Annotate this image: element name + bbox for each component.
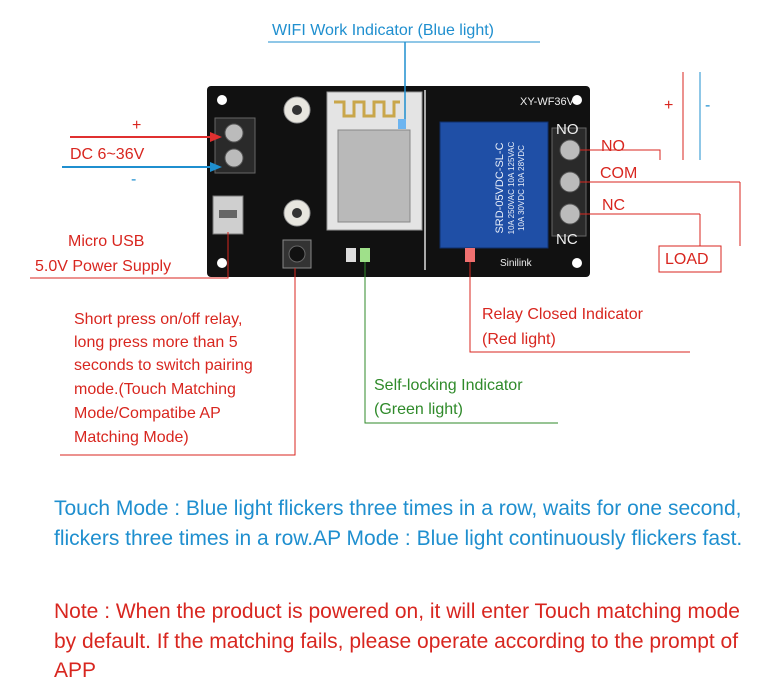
mount-hole <box>572 258 582 268</box>
terminal-no-label: NO <box>601 138 625 155</box>
screw-icon <box>559 203 581 225</box>
dc-voltage-label: DC 6~36V <box>70 146 145 163</box>
relay-indicator-color: (Red light) <box>482 331 556 348</box>
usb-slot-icon <box>219 210 237 218</box>
model-label: XY-WF36V <box>520 96 575 108</box>
terminal-com-label: COM <box>600 165 638 182</box>
screw-icon <box>559 139 581 161</box>
relay-indicator-label: Relay Closed Indicator <box>482 306 643 323</box>
screw-icon <box>559 171 581 193</box>
wifi-indicator-label: WIFI Work Indicator (Blue light) <box>272 22 494 39</box>
button-desc-line: Mode/Compatibe AP <box>74 405 221 422</box>
selflock-indicator-color: (Green light) <box>374 401 463 418</box>
relay-led-leader-line <box>469 262 690 353</box>
green-led <box>360 248 370 262</box>
screw-icon <box>224 123 244 143</box>
arrow-head-icon <box>210 132 222 142</box>
power-on-note: Note : When the product is powered on, i… <box>54 600 740 682</box>
no-wire <box>580 149 661 160</box>
dc-minus-sign: - <box>131 171 137 188</box>
button-leader-line <box>60 268 296 456</box>
supply-minus-sign: - <box>705 97 711 114</box>
board-nc-label: NC <box>556 231 578 248</box>
mount-hole <box>217 258 227 268</box>
selflock-indicator-label: Self-locking Indicator <box>374 377 523 394</box>
red-led <box>465 248 475 262</box>
mount-hole <box>572 95 582 105</box>
load-label: LOAD <box>665 251 709 268</box>
led-pad <box>346 248 356 262</box>
usb-leader-line <box>30 232 229 279</box>
button-desc-line: Matching Mode) <box>74 429 189 446</box>
touch-mode-description: Touch Mode : Blue light flickers three t… <box>54 497 743 550</box>
terminal-nc-label: NC <box>602 197 626 214</box>
relay <box>439 121 549 249</box>
button-desc-line: Short press on/off relay, <box>74 311 243 328</box>
micro-usb-power-label: 5.0V Power Supply <box>35 258 172 275</box>
button-desc-line: long press more than 5 <box>74 334 238 351</box>
load-box <box>658 245 722 273</box>
button-desc-line: seconds to switch pairing <box>74 357 253 374</box>
board-no-label: NO <box>556 121 579 138</box>
antenna-trace-icon <box>334 100 400 118</box>
brand-label: Sinilink <box>500 258 532 269</box>
capacitor-top-icon <box>292 208 302 218</box>
button-desc-line: mode.(Touch Matching <box>74 381 236 398</box>
wifi-led <box>398 119 406 129</box>
relay-rating-text: 10A 30VDC 10A 28VDC <box>517 145 526 231</box>
mount-hole <box>217 95 227 105</box>
supply-plus-sign: + <box>664 97 674 114</box>
arrow-head-icon <box>210 162 222 172</box>
selflock-leader-line <box>364 262 558 424</box>
esp-shield <box>337 129 411 223</box>
screw-icon <box>224 148 244 168</box>
micro-usb-label: Micro USB <box>68 233 145 250</box>
button-cap-icon <box>288 245 306 263</box>
capacitor-top-icon <box>292 105 302 115</box>
dc-plus-sign: + <box>132 117 142 134</box>
